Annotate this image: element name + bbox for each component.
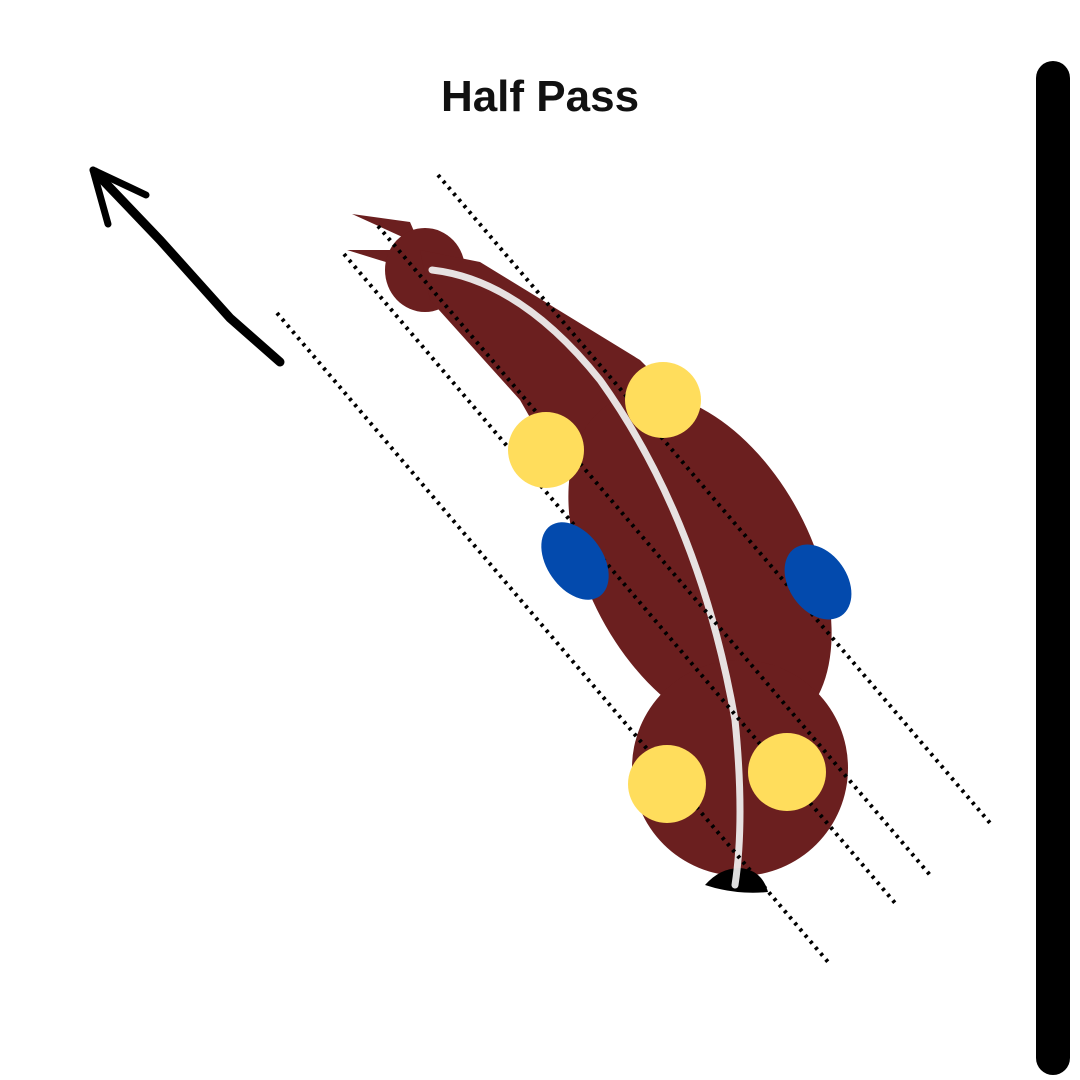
track-line	[376, 224, 932, 877]
hind-left-leg	[628, 745, 706, 823]
horse-legs	[508, 362, 826, 823]
diagram-title: Half Pass	[440, 72, 640, 121]
track-line	[436, 173, 992, 825]
hind-right-leg	[748, 733, 826, 811]
front-left-leg	[508, 412, 584, 488]
front-right-leg	[625, 362, 701, 438]
rider-right-leg	[784, 544, 852, 620]
rider-legs	[541, 522, 852, 620]
rider-left-leg	[541, 522, 609, 600]
direction-arrow-icon	[89, 166, 285, 367]
horse-body	[568, 393, 832, 737]
track-lines	[275, 173, 992, 964]
track-line	[342, 252, 897, 905]
horse-spine	[428, 266, 744, 889]
track-line	[275, 311, 830, 964]
